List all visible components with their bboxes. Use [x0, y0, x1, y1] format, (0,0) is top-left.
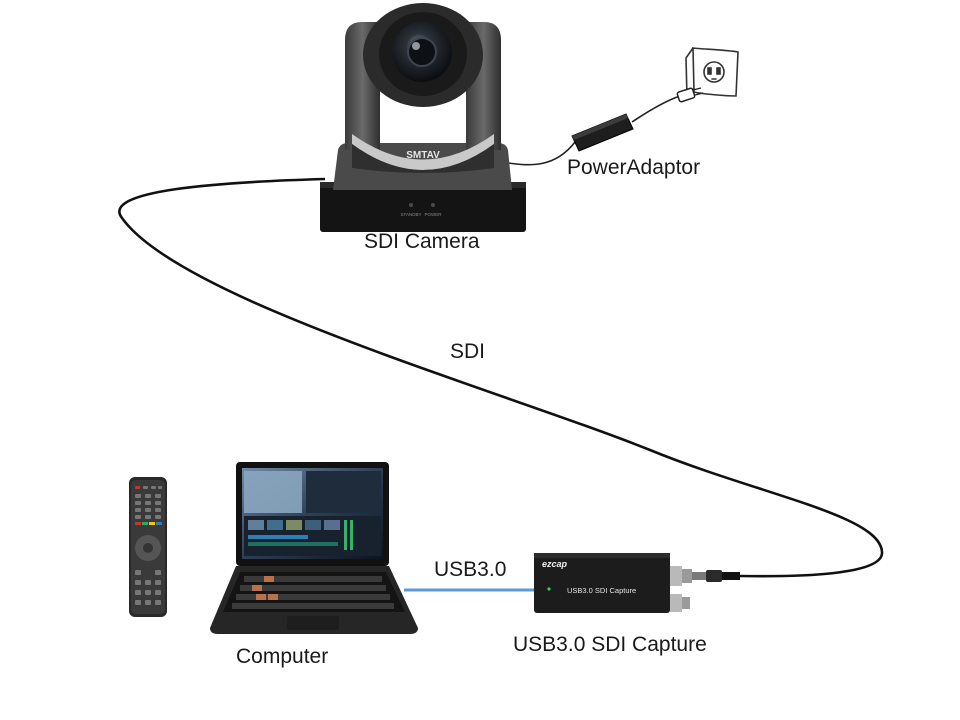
- camera-label: SDI Camera: [364, 230, 480, 253]
- capture-model-text: USB3.0 SDI Capture: [567, 586, 636, 595]
- sdi-camera: SMTAV STANDBY POWER: [320, 3, 526, 232]
- capture-brand-text: ezcap: [542, 559, 568, 569]
- power-cable: [507, 141, 576, 166]
- camera-power-text: POWER: [424, 212, 442, 217]
- usb-cable-label: USB3.0: [434, 558, 507, 581]
- sdi-cable-label: SDI: [450, 340, 486, 363]
- power-plug: [676, 87, 704, 103]
- sdi-cable: [118, 177, 884, 578]
- remote-control: [129, 477, 167, 617]
- camera-brand-text: SMTAV: [406, 150, 440, 161]
- computer-label: Computer: [236, 645, 329, 668]
- camera-standby-text: STANDBY: [401, 212, 422, 217]
- capture-label: USB3.0 SDI Capture: [513, 633, 707, 656]
- laptop-computer: [210, 462, 418, 634]
- sdi-capture-box: ezcap USB3.0 SDI Capture: [534, 553, 740, 613]
- power-adaptor: [571, 113, 634, 152]
- power-adaptor-label: PowerAdaptor: [567, 156, 701, 179]
- power-plug-cable: [631, 95, 681, 123]
